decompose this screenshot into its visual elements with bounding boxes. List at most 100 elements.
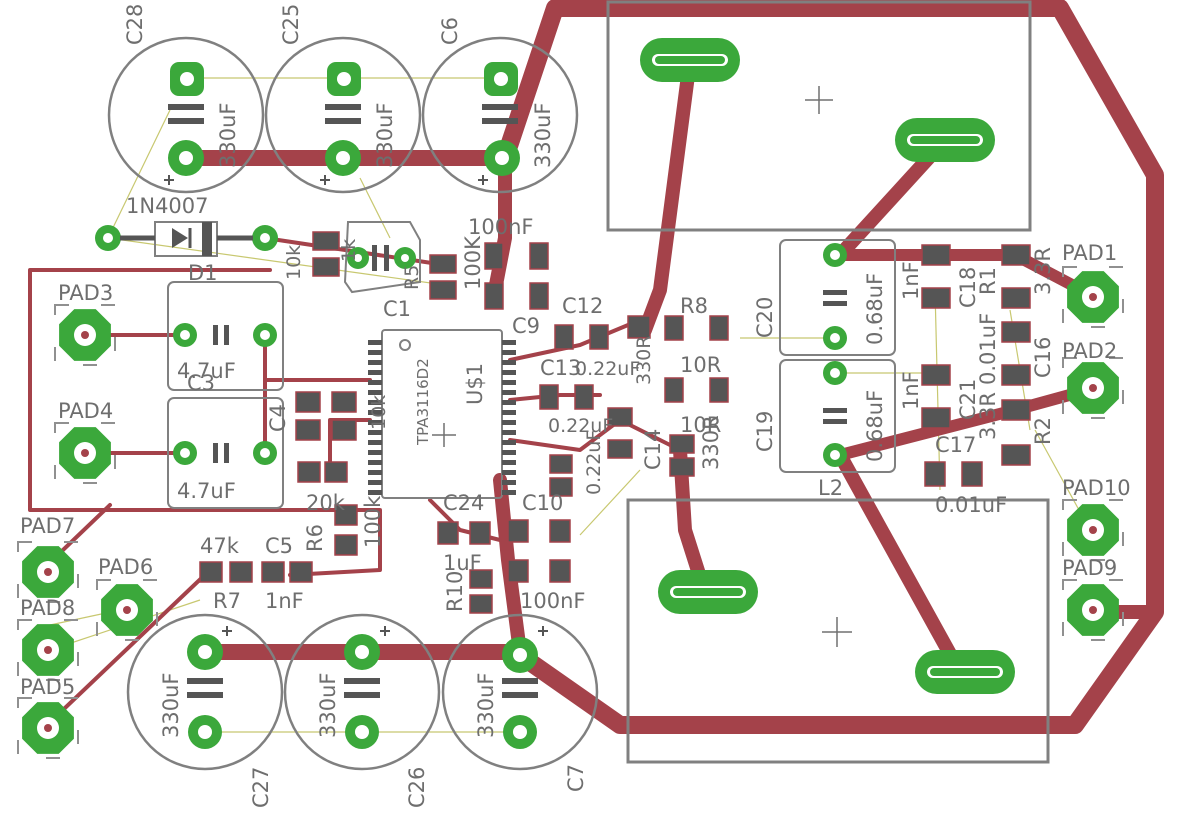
ic-pin-left (368, 480, 382, 485)
label-330r: 330R (699, 415, 723, 470)
label-022uf-b: 0.22uF (548, 415, 613, 437)
connector-pad-pad5 (17, 697, 79, 759)
label-c14: C14 (641, 429, 665, 470)
ic-pin-right (502, 480, 516, 485)
label-10r-b: 10R (680, 413, 721, 437)
trace-pad5 (43, 568, 212, 729)
label-ic-part: TPA3116D2 (414, 358, 432, 446)
ic-pin-right (502, 430, 516, 435)
label-r8: R8 (680, 294, 708, 318)
label-c10: C10 (522, 491, 563, 515)
label-r2: R2 (1031, 417, 1055, 445)
label-10r: 10R (680, 353, 721, 377)
label-r6: R6 (303, 524, 327, 552)
label-022uf-a: 0.22uF (575, 358, 640, 380)
pad-label-pad7: PAD7 (20, 514, 75, 538)
ic-pin-left (368, 430, 382, 435)
value-c28: 330uF (216, 103, 240, 168)
label-c4: C4 (266, 404, 290, 432)
value-c4: 4.7uF (177, 479, 236, 503)
inductor-l1-outline (606, 0, 1032, 232)
cap-c7-outline (441, 613, 599, 771)
cap-c6-outline (421, 36, 579, 194)
label-r1: R1 (976, 267, 1000, 295)
label-c3: C3 (187, 371, 215, 395)
label-20k: 20k (306, 491, 346, 515)
film-cap-symbols (213, 245, 847, 463)
label-c27: C27 (249, 767, 273, 808)
pad-label-pad5: PAD5 (20, 675, 75, 699)
label-1nf-c5: 1nF (265, 589, 304, 613)
label-c1: C1 (383, 297, 411, 321)
cap-c25-outline (264, 36, 422, 194)
label-47k: 47k (200, 534, 240, 558)
connector-pad-pad9 (1062, 579, 1124, 641)
value-c3: 4.7uF (177, 359, 236, 383)
ic-pin-right (502, 400, 516, 405)
ic-pin-right (502, 370, 516, 375)
trace-ic-right3 (508, 418, 682, 452)
silk-labels: C28 C25 C6 330uF 330uF 330uF C27 C26 C7 … (123, 4, 1055, 808)
ic-pin-right (502, 450, 516, 455)
label-33r: 3.3R (1031, 247, 1055, 295)
pad-label-pad6: PAD6 (98, 555, 153, 579)
label-r10: R10 (443, 571, 467, 612)
ic-pin-left (368, 360, 382, 365)
cap-c28-outline (107, 36, 265, 194)
ic-pin-left (368, 420, 382, 425)
connector-pad-pad4 (54, 422, 116, 484)
cap-c26-outline (283, 613, 441, 771)
label-c28: C28 (123, 4, 147, 45)
polarity-marks (164, 175, 548, 636)
diode-symbol (120, 222, 253, 256)
label-c6: C6 (438, 17, 462, 45)
label-c25: C25 (279, 4, 303, 45)
connector-pad-pad2 (1062, 357, 1124, 419)
label-c26: C26 (405, 767, 429, 808)
label-100k-top: 100K (461, 235, 485, 290)
value-c25: 330uF (373, 103, 397, 168)
label-c13: C13 (540, 356, 581, 380)
ic-pin-right (502, 340, 516, 345)
label-c5: C5 (265, 534, 293, 558)
label-c16: C16 (1031, 337, 1055, 378)
label-1nf-c21: 1nF (899, 371, 923, 410)
trace-outer-net (496, 0, 1164, 734)
silkscreen (107, 0, 1050, 771)
label-c20: C20 (753, 297, 777, 338)
label-c21: C21 (956, 379, 980, 420)
ic-outline (381, 329, 503, 499)
connector-pad-pad7 (17, 541, 79, 603)
label-001uf-b: 0.01uF (935, 493, 1007, 517)
ic-pin-left (368, 470, 382, 475)
ic-pin-left (368, 350, 382, 355)
trace-l2-right (833, 448, 967, 679)
label-diode-ref: D1 (188, 261, 218, 285)
ic-pin-right (502, 350, 516, 355)
label-1uf: 1uF (443, 551, 482, 575)
label-r7: R7 (213, 589, 241, 613)
connector-pad-pad3 (54, 304, 116, 366)
ic-pin-right (502, 460, 516, 465)
label-1nf-c18: 1nF (899, 261, 923, 300)
trace-l1-top (638, 53, 697, 337)
pad-label-pad8: PAD8 (20, 596, 75, 620)
connector-pad-pad6 (96, 579, 158, 641)
ecap-symbols (168, 104, 538, 698)
connector-pad-pad1 (1062, 266, 1124, 328)
through-hole-pads (95, 38, 1015, 749)
ic-pin-right (502, 490, 516, 495)
label-c17: C17 (935, 433, 976, 457)
label-001uf: 0.01uF (976, 313, 1000, 385)
ic-pin-left (368, 450, 382, 455)
inductor-crosshairs (432, 86, 852, 647)
label-r10k-b: 10k (368, 395, 390, 430)
label-100nf-bottom: 100nF (520, 589, 585, 613)
ic-pin-left (368, 370, 382, 375)
label-c24: C24 (443, 491, 484, 515)
film-cap-c19-outline (779, 359, 896, 473)
ic-pin-left (368, 490, 382, 495)
label-diode-value: 1N4007 (126, 194, 209, 218)
ic-pin1-dot (399, 339, 411, 351)
